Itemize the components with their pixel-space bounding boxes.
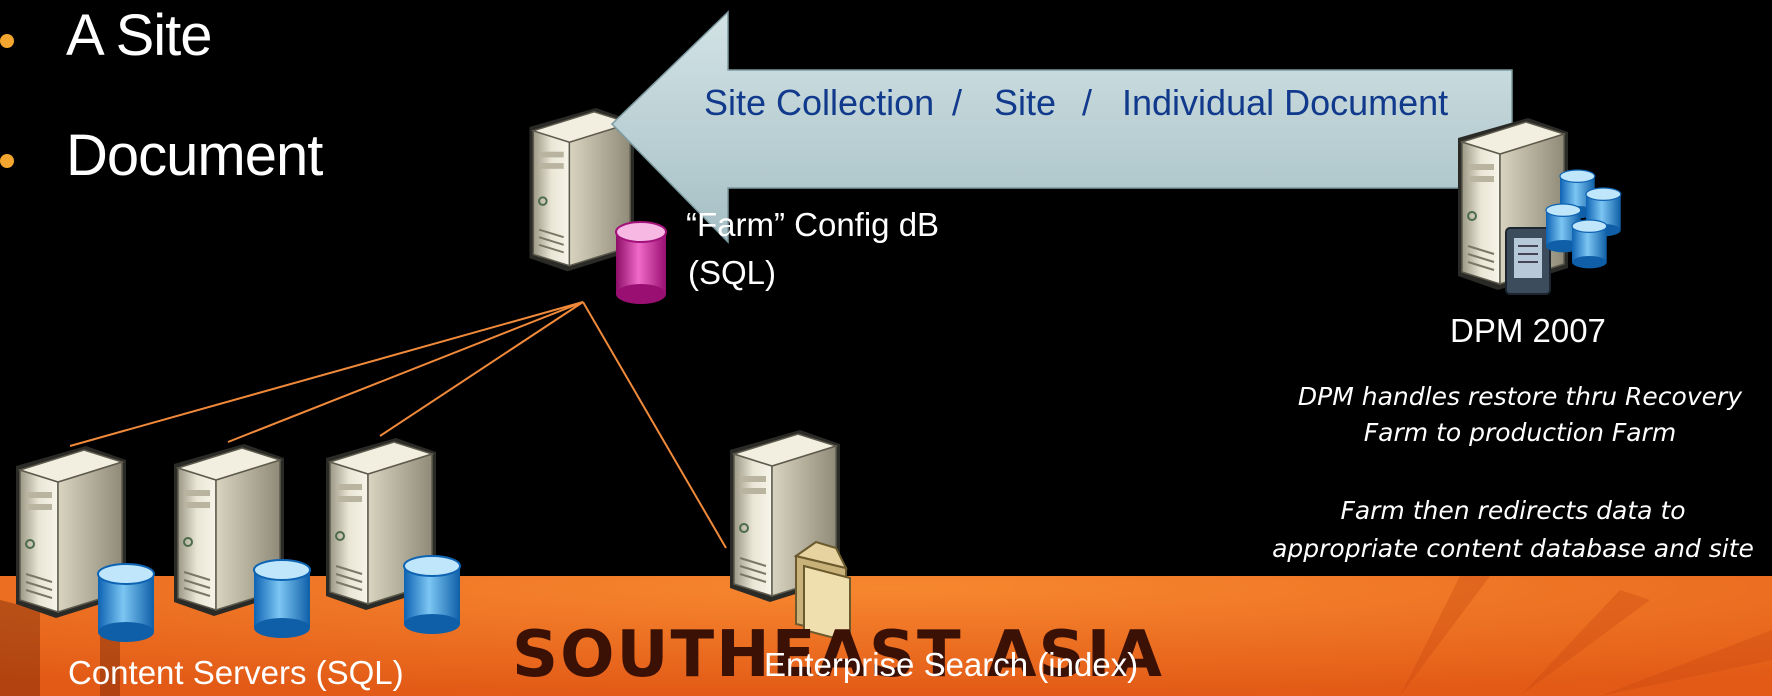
content-db-2-icon (253, 559, 311, 639)
dpm-label: DPM 2007 (1450, 312, 1606, 349)
redirect-note-line1: Farm then redirects data to (1340, 496, 1686, 525)
bullet-site: A Site (66, 3, 213, 68)
arrow-text-separator-2: / (1082, 82, 1093, 123)
folder-icon (793, 540, 851, 644)
content-db-1-icon (97, 563, 155, 643)
config-db-label-line2: (SQL) (688, 254, 777, 291)
redirect-note-line2: appropriate content database and site (1272, 534, 1754, 563)
dpm-tape-icon (1505, 227, 1551, 295)
banner-sunrays (0, 576, 1772, 696)
dpm-note-line1: DPM handles restore thru Recovery (1297, 382, 1743, 411)
banner-logo-text: SOUTHEAST ASIA (512, 618, 1164, 692)
enterprise-search-label: Enterprise Search (index) (764, 646, 1139, 683)
content-servers-label: Content Servers (SQL) (68, 654, 404, 691)
bullet-dot-2 (0, 154, 14, 168)
arrow-text-site-collection: Site Collection (704, 82, 935, 123)
dpm-note-line2: Farm to production Farm (1363, 418, 1677, 447)
restore-scope-arrow (610, 10, 1513, 244)
connector-lines (69, 301, 727, 549)
arrow-text-separator-1: / (952, 82, 963, 123)
arrow-text-site: Site (994, 82, 1057, 123)
content-db-3-icon (403, 555, 461, 635)
config-db-label-line1: “Farm” Config dB (686, 206, 940, 243)
arrow-text-individual-document: Individual Document (1122, 82, 1449, 123)
bullet-document: Document (66, 123, 323, 188)
bullet-dot-1 (0, 34, 14, 48)
config-db-cylinder-icon (615, 221, 667, 304)
